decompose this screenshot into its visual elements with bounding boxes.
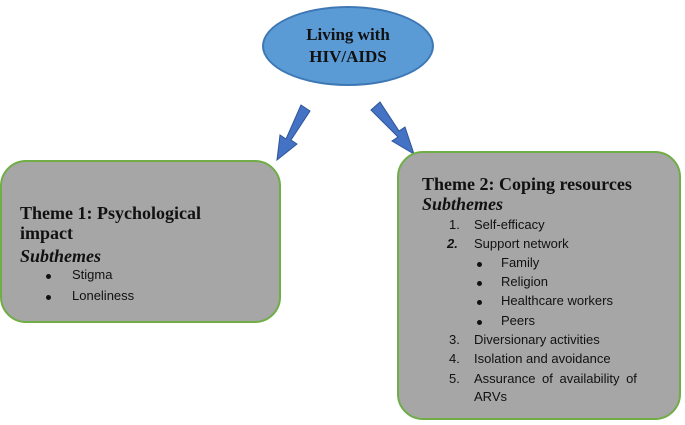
theme2-item-assurance-arvs-line1: Assurance of availability of — [474, 371, 637, 386]
support-subitem-healthcare-workers: Healthcare workers — [501, 293, 613, 308]
theme1-item-stigma: Stigma — [72, 267, 113, 282]
left-arrow-icon — [276, 104, 311, 162]
right-arrow-icon — [370, 101, 415, 156]
support-subitem-peers: Peers — [501, 313, 535, 328]
theme1-item-loneliness: Loneliness — [72, 288, 135, 303]
theme2-item-assurance-arvs-line2: ARVs — [474, 389, 507, 404]
theme2-item-num: 5. — [449, 371, 460, 386]
theme2-item-num: 4. — [449, 351, 460, 366]
theme2-item-num: 3. — [449, 332, 460, 347]
theme2-subthemes-label: Subthemes — [422, 194, 504, 214]
theme1-subthemes-label: Subthemes — [20, 246, 102, 266]
theme2-item-support-network: Support network — [474, 236, 569, 251]
theme2-item-num: 1. — [449, 217, 460, 232]
support-subitem-religion: Religion — [501, 274, 548, 289]
theme2-item-diversionary-activities: Diversionary activities — [474, 332, 600, 347]
central-topic-line2: HIV/AIDS — [309, 47, 387, 66]
bullet-icon — [477, 262, 482, 267]
bullet-icon — [46, 274, 51, 279]
bullet-icon — [477, 300, 482, 305]
theme1-title-line1: Theme 1: Psychological — [20, 203, 201, 223]
bullet-icon — [477, 281, 482, 286]
theme2-title: Theme 2: Coping resources — [422, 174, 632, 194]
theme2-item-self-efficacy: Self-efficacy — [474, 217, 545, 232]
bullet-icon — [477, 320, 482, 325]
theme2-item-num: 2. — [447, 236, 458, 251]
central-topic-line1: Living with — [306, 25, 390, 44]
theme2-item-isolation-avoidance: Isolation and avoidance — [474, 351, 611, 366]
central-topic-node: Living with HIV/AIDS — [262, 6, 434, 86]
bullet-icon — [46, 295, 51, 300]
theme1-title-line2: impact — [20, 223, 73, 243]
theme2-box — [397, 151, 681, 420]
support-subitem-family: Family — [501, 255, 540, 270]
